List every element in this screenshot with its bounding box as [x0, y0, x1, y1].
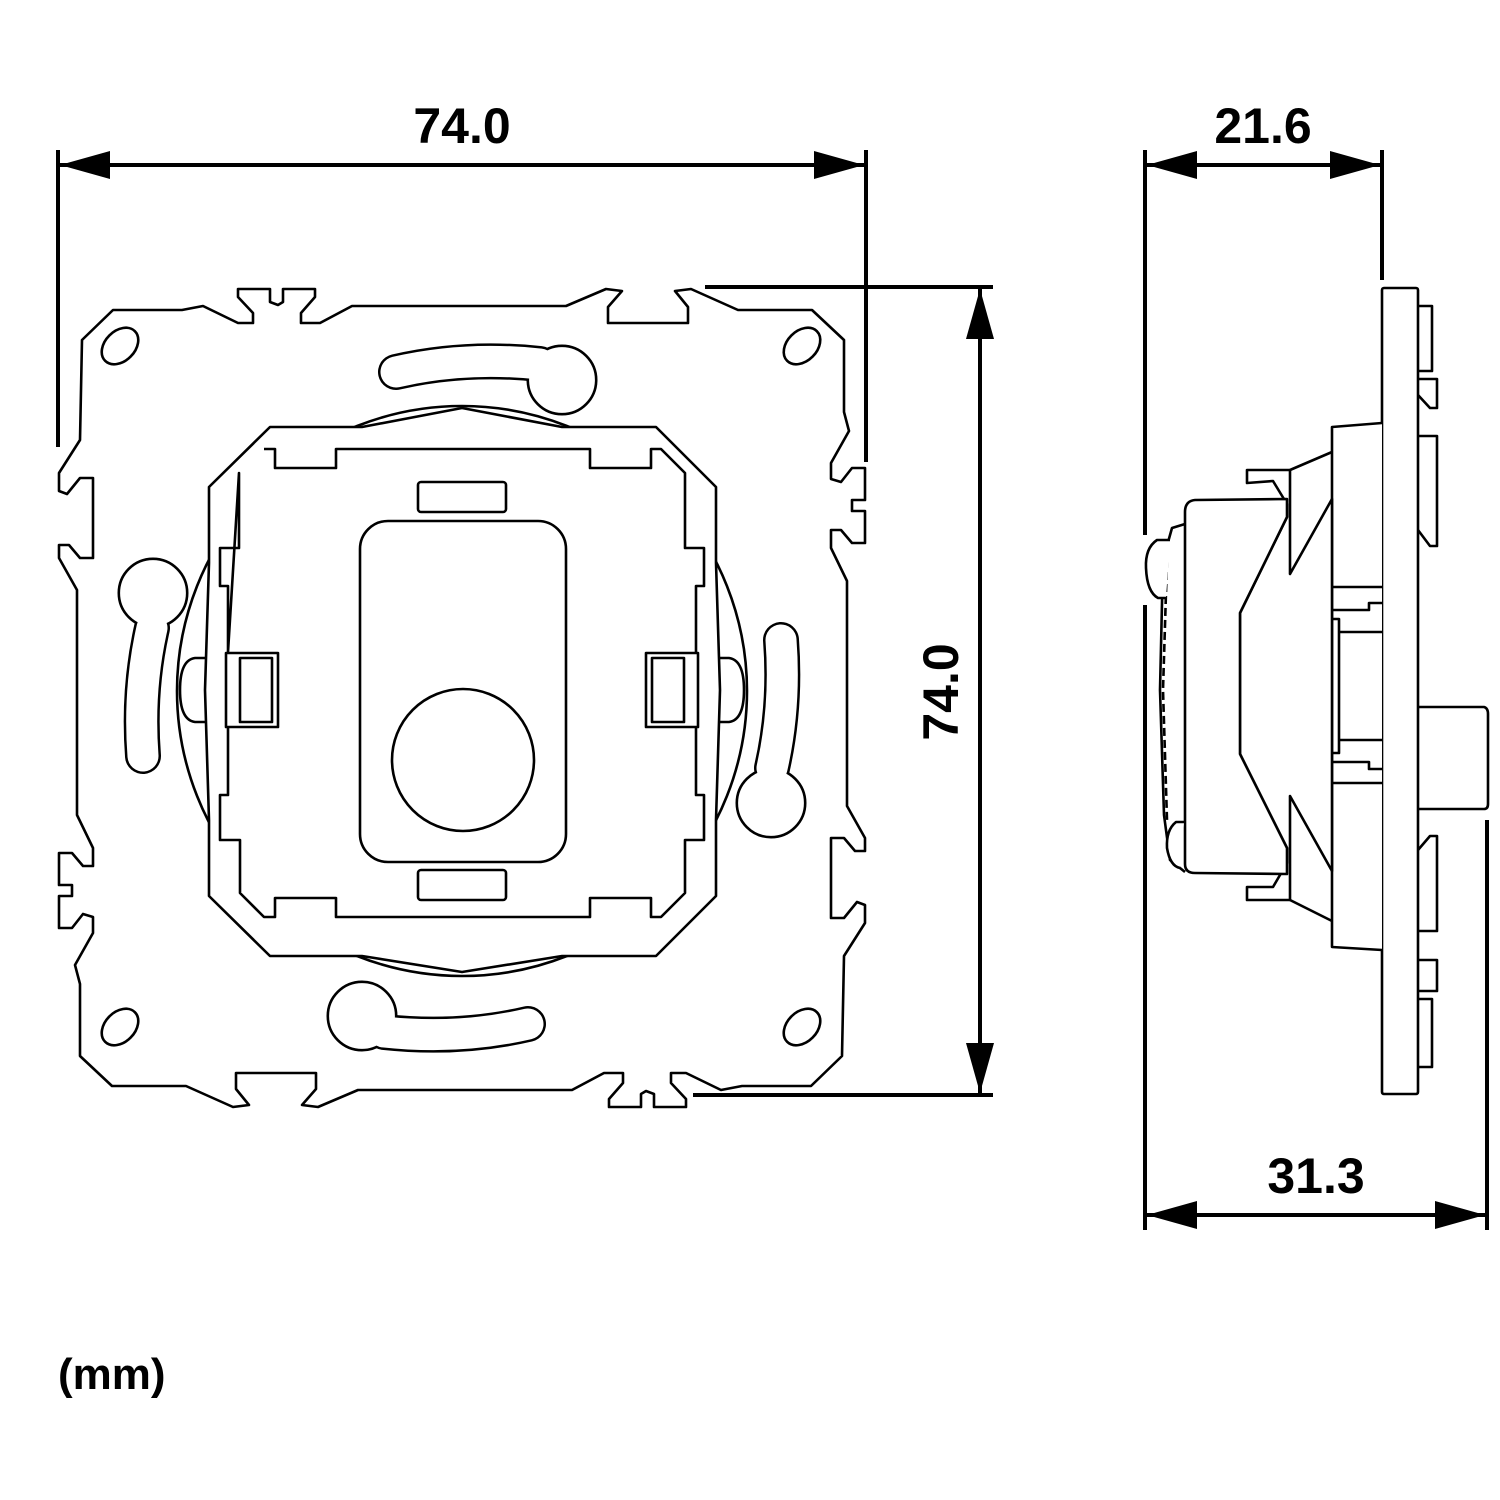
- screw-holes: [100, 326, 822, 1047]
- mounting-plate: [57, 287, 867, 1109]
- side-view: [1144, 286, 1490, 1096]
- left-latch: [224, 651, 280, 729]
- rear-terminal: [1418, 705, 1490, 811]
- dimension-width: 74.0: [56, 98, 868, 462]
- screw-hole: [100, 1007, 140, 1047]
- plate-depth-label: 21.6: [1214, 98, 1311, 154]
- screw-hole: [782, 1007, 822, 1047]
- dimension-plate-depth: 21.6: [1143, 98, 1384, 535]
- dimension-height: 74.0: [693, 285, 994, 1097]
- front-view: [57, 287, 867, 1109]
- center-window: [358, 519, 568, 864]
- screw-hole: [100, 326, 140, 366]
- mounting-ring: [175, 404, 749, 978]
- top-slot: [416, 480, 508, 514]
- total-depth-label: 31.3: [1267, 1148, 1364, 1204]
- side-top-knob: [1144, 538, 1170, 600]
- dimension-total-depth: 31.3: [1143, 605, 1489, 1230]
- side-front-texture: [1161, 559, 1169, 821]
- bottom-slot: [416, 868, 508, 902]
- side-connector: [1325, 601, 1382, 771]
- width-label: 74.0: [413, 98, 510, 154]
- side-body-edges: [1289, 450, 1333, 923]
- keyhole-slots: [117, 343, 807, 1053]
- screw-hole: [782, 326, 822, 366]
- side-bottom-knob: [1165, 820, 1184, 870]
- unit-label: (mm): [58, 1350, 166, 1399]
- plate-clips: [1416, 304, 1439, 1069]
- height-label: 74.0: [913, 643, 969, 740]
- side-plate: [1380, 286, 1420, 1096]
- rotary-knob-hole: [390, 687, 536, 833]
- inner-frame: [218, 447, 706, 919]
- side-cap: [1183, 497, 1289, 876]
- right-latch: [644, 651, 700, 729]
